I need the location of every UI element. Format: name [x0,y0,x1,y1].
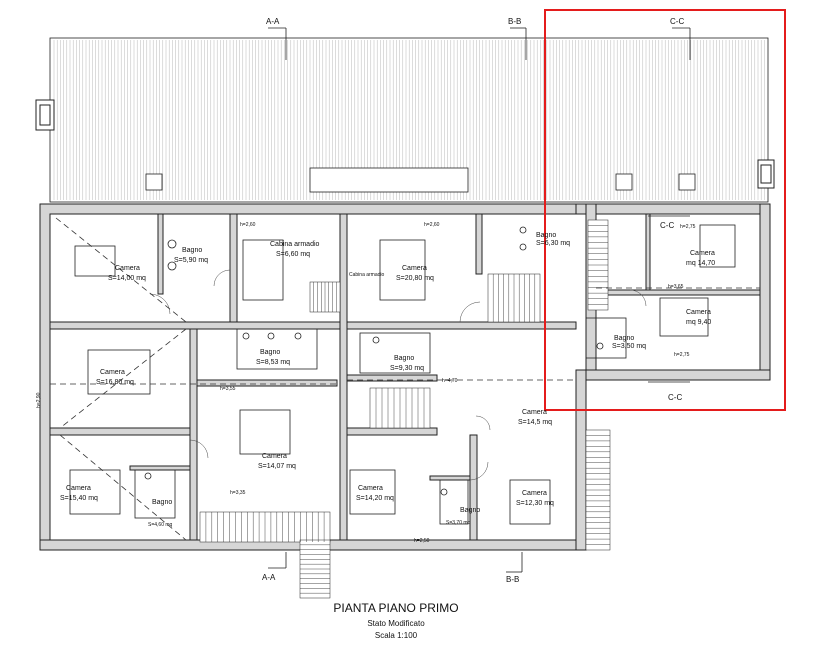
section-lines [268,27,691,573]
section-label-aa-top: A-A [266,17,280,26]
room-area: S=3,50 mq [612,343,646,350]
room-name: Camera [686,309,711,316]
section-label-bb-top: B-B [508,17,521,26]
room-name: Camera [402,265,427,272]
section-label-cc-inner-top: C-C [660,221,674,230]
room-name: Bagno [614,335,634,342]
room-labels: Camera S=14,00 mq Bagno S=5,90 mq Cabina… [60,232,715,528]
section-label-cc-top: C-C [670,17,684,26]
height-label: h=2,60 [424,222,440,228]
room-area: S=6,30 mq [536,240,570,247]
room-name: Bagno [536,232,556,239]
section-label-cc-inner-bottom: C-C [668,393,682,402]
room-area: mq 14,70 [686,260,715,267]
height-label: h=4,70 [442,378,458,384]
room-name: Cabina armadio [349,272,385,278]
roof-terrace [35,37,775,203]
room-area: S=6,60 mq [276,251,310,258]
highlight-box [544,9,786,411]
height-label: h=3,35 [230,490,246,496]
plan-scale: Scala 1:100 [375,631,418,640]
room-name: Camera [358,485,383,492]
door-swings [149,269,647,481]
room-name: Bagno [260,349,280,356]
room-area: S=14,5 mq [518,419,552,426]
height-label: h=2,75 [680,224,696,230]
room-area: S=16,80 mq [96,379,134,386]
room-area: S=20,80 mq [396,275,434,282]
height-label: h=3,65 [668,284,684,290]
room-name: Bagno [460,507,480,514]
plan-subtitle: Stato Modificato [367,619,425,628]
height-label: h=2,50 [414,538,430,544]
room-name: Bagno [182,247,202,254]
height-labels: h=2,60 h=2,60 h=2,75 h=3,65 h=2,75 h=3,5… [36,222,696,544]
height-label: h=2,75 [674,352,690,358]
room-area: S=14,07 mq [258,463,296,470]
room-area: mq 9,40 [686,319,711,326]
room-area: S=9,30 mq [390,365,424,372]
room-name: Camera [690,250,715,257]
room-name: Bagno [394,355,414,362]
room-name: Camera [100,369,125,376]
room-name: Camera [522,409,547,416]
room-area: S=12,30 mq [516,500,554,507]
section-label-bb-bottom: B-B [506,575,519,584]
room-name: Camera [262,453,287,460]
stairs [199,219,611,599]
height-label: h=2,60 [240,222,256,228]
interior-walls [49,213,761,541]
room-area: S=8,53 mq [256,359,290,366]
room-name: Bagno [152,499,172,506]
room-area: S=5,90 mq [174,257,208,264]
room-name: Camera [115,265,140,272]
room-area: S=15,40 mq [60,495,98,502]
room-name: Cabina armadio [270,241,320,248]
room-area: S=4,60 mq [148,522,173,528]
dashed-lines [50,217,760,541]
section-label-aa-bottom: A-A [262,573,276,582]
room-area: S=14,00 mq [108,275,146,282]
room-area: S=14,20 mq [356,495,394,502]
height-label: h=2,90 [36,392,42,408]
room-name: Camera [522,490,547,497]
room-area: S=3,70 mq [446,520,471,526]
plan-title: PIANTA PIANO PRIMO [333,601,458,615]
fixtures [69,224,736,525]
room-name: Camera [66,485,91,492]
height-label: h=3,55 [220,386,236,392]
